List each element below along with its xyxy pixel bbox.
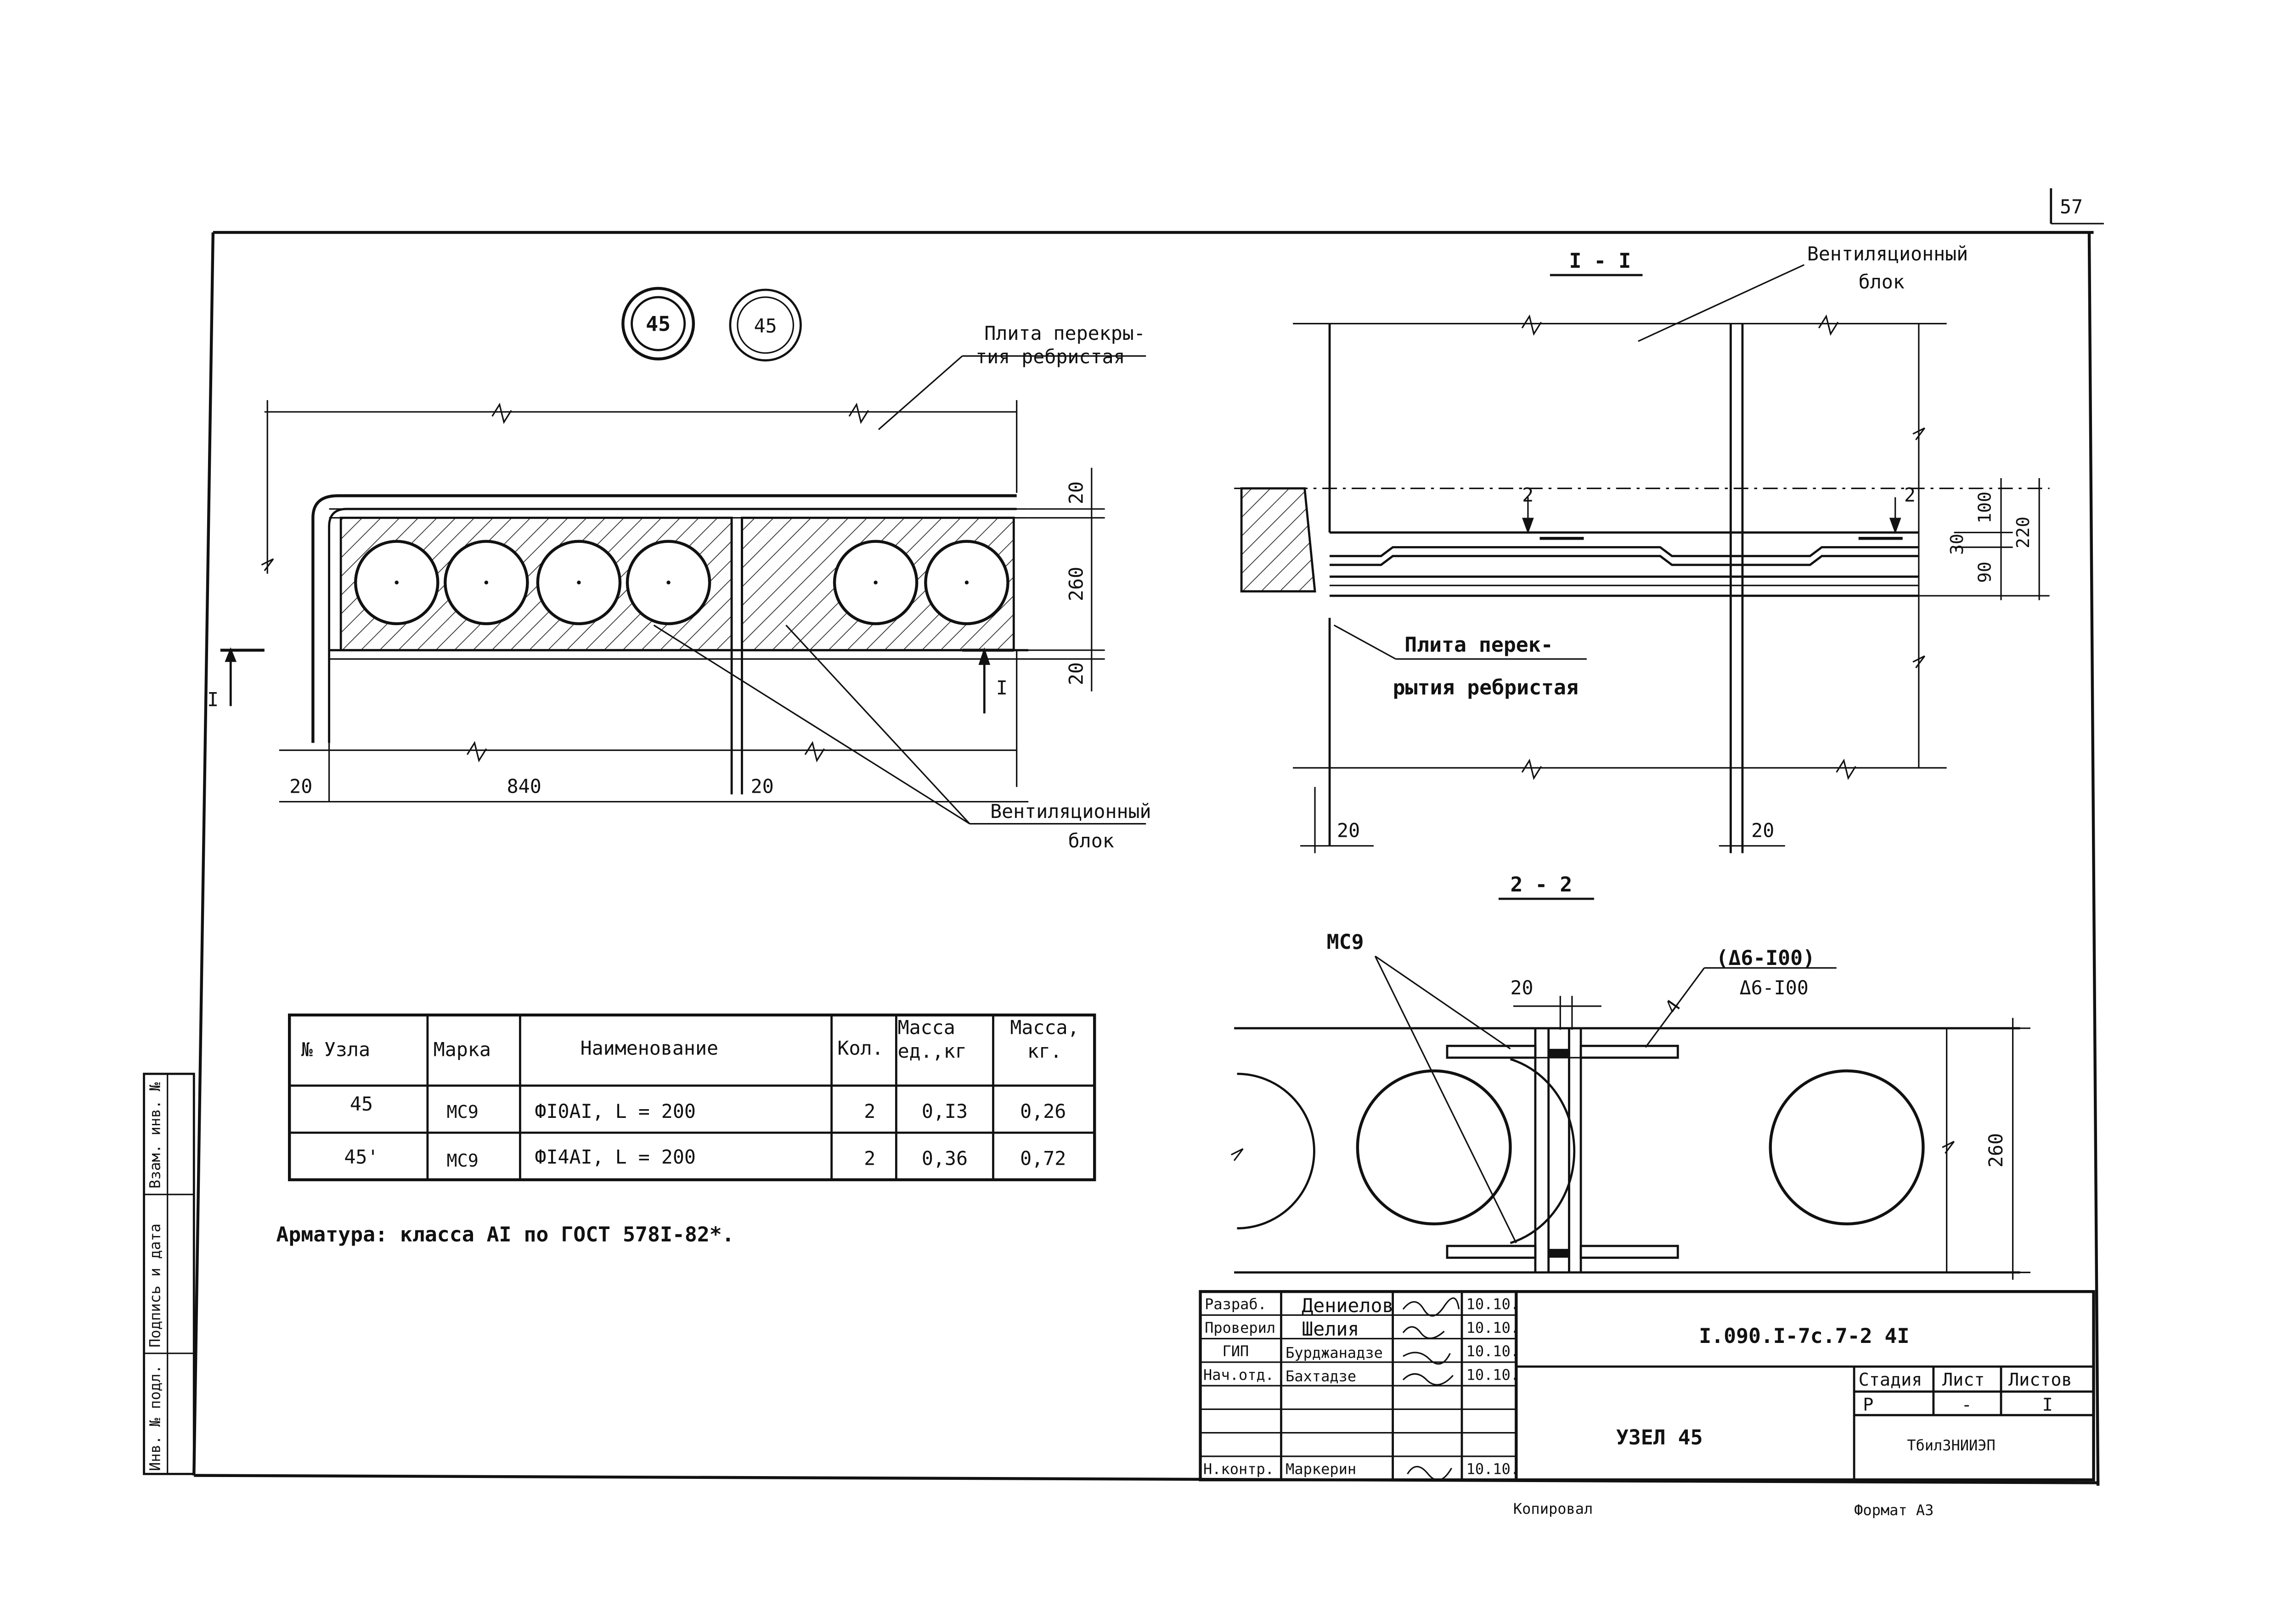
tb-signatures <box>1402 1297 1460 1481</box>
tb-role-2: Проверил <box>1205 1319 1275 1336</box>
spec-row-1-name: ФI0AI, L = 200 <box>535 1100 696 1122</box>
plan-section-mark-right: I <box>996 677 1008 699</box>
tb-sheet-header: Лист <box>1942 1370 1985 1390</box>
tb-stage-header: Стадия <box>1859 1370 1923 1390</box>
section-2-2-dim-260: 260 <box>1985 1133 2007 1167</box>
spec-header-node: № Узла <box>301 1038 370 1061</box>
plan-dim-840: 840 <box>507 775 541 797</box>
section-1-1-dim-right-20: 20 <box>1751 819 1774 841</box>
section-2-2-title: 2 - 2 <box>1511 872 1573 897</box>
tb-date-1: 10.10. <box>1466 1296 1520 1313</box>
spec-row-1-unit-mass: 0,I3 <box>922 1100 968 1122</box>
tb-date-4: 10.10. <box>1466 1366 1520 1383</box>
plan-dim-left-20: 20 <box>289 775 312 797</box>
spec-header-unit-mass-wrap: Масса ед.,кг <box>897 1018 967 1064</box>
spec-header-unit-mass: Масса ед.,кг <box>897 1018 967 1064</box>
node-mark-2: 45 <box>754 315 777 337</box>
tb-name-3: Бурджанадзе <box>1285 1344 1383 1361</box>
tb-name-8: Маркерин <box>1285 1460 1356 1477</box>
spec-header-mass: Масса, кг. <box>1010 1018 1079 1064</box>
tb-sheet-title: УЗЕЛ 45 <box>1616 1425 1703 1449</box>
spec-row-2-unit-mass: 0,36 <box>922 1147 968 1170</box>
spec-row-2-mass: 0,72 <box>1020 1147 1066 1170</box>
side-stamp-sign: Подпись и дата <box>147 1224 164 1348</box>
spec-header-mass-wrap: Масса, кг. <box>1010 1018 1079 1064</box>
side-stamp-inv: Инв. № подл. <box>147 1365 164 1471</box>
page-number: 57 <box>2060 195 2083 218</box>
spec-row-2-qty: 2 <box>864 1147 875 1170</box>
spec-header-qty: Кол. <box>837 1037 883 1059</box>
spec-header-mark: Марка <box>434 1038 491 1061</box>
plan-dim-top-20: 20 <box>1065 481 1088 504</box>
section-2-2-weld-top: (Δ6-I00) <box>1716 946 1815 970</box>
plan-label-block-line1: Вентиляционный <box>990 800 1151 823</box>
tb-name-4: Бахтадзе <box>1285 1368 1356 1385</box>
section-1-1-dim-90: 90 <box>1975 562 1996 583</box>
tb-date-2: 10.10. <box>1466 1319 1520 1336</box>
tb-date-8: 10.10. <box>1466 1460 1520 1477</box>
section-1-1-label-slab-line1: Плита перек- <box>1404 632 1553 657</box>
tb-role-4: Нач.отд. <box>1203 1366 1274 1383</box>
sheet-frame: 57 <box>192 188 2104 1486</box>
section-2-2: 2 - 2 МС9 20 4 (Δ6- <box>1231 872 2030 1280</box>
plan-label-block-line2: блок <box>1068 829 1114 852</box>
plan-label-slab-line1: Плита перекры- <box>984 322 1145 344</box>
spec-row-2-mark: МС9 <box>446 1150 478 1171</box>
tb-sheets: I <box>2042 1395 2053 1415</box>
section-1-1-label-slab-line2: рытия ребристая <box>1393 675 1579 699</box>
tb-sheets-header: Листов <box>2008 1370 2072 1390</box>
section-1-1-label-block-line2: блок <box>1859 271 1905 293</box>
tb-role-8: Н.контр. <box>1203 1460 1274 1477</box>
footer-copied: Копировал <box>1513 1500 1593 1517</box>
section-1-1-dim-100: 100 <box>1975 491 1996 523</box>
tb-stage: Р <box>1863 1395 1873 1415</box>
plan-view: 20 260 20 20 840 20 I I Плита перекры- т… <box>207 322 1151 852</box>
spec-table: № Узла Марка Наименование Кол. Масса ед.… <box>288 1013 1096 1181</box>
spec-row-1-mass: 0,26 <box>1020 1100 1066 1122</box>
node-mark-1: 45 <box>646 312 671 336</box>
tb-name-2: Шелия <box>1302 1318 1359 1340</box>
spec-row-1-mark: МС9 <box>446 1102 478 1122</box>
plan-label-slab-line2: тия ребристая <box>975 345 1125 368</box>
footer-format: Формат А3 <box>1854 1501 1934 1519</box>
section-1-1: I - I 2 2 <box>1234 242 2050 853</box>
tb-role-1: Разраб. <box>1205 1296 1267 1313</box>
section-2-2-weld-bottom: Δ6-I00 <box>1740 976 1809 999</box>
section-1-1-cut-left: 2 <box>1522 484 1534 506</box>
section-2-2-dim-20: 20 <box>1511 976 1534 999</box>
tb-document-code: I.090.I-7с.7-2 4I <box>1699 1324 1909 1348</box>
plan-section-mark-left: I <box>207 688 219 710</box>
tb-sheet: - <box>1962 1395 1972 1415</box>
spec-row-1: 45 МС9 ФI0AI, L = 200 2 0,I3 0,26 <box>350 1093 1066 1122</box>
section-2-2-label-mc9: МС9 <box>1327 930 1364 954</box>
plan-dim-260: 260 <box>1065 567 1088 601</box>
plan-dim-mid-20: 20 <box>751 775 774 797</box>
spec-row-2-node: 45' <box>344 1145 378 1168</box>
node-marks: 45 45 <box>621 287 802 362</box>
section-1-1-label-block-line1: Вентиляционный <box>1807 242 1968 265</box>
tb-organization: ТбилЗНИИЭП <box>1907 1437 1996 1454</box>
section-1-1-title: I - I <box>1569 248 1631 273</box>
tb-role-3: ГИП <box>1223 1342 1249 1360</box>
plan-dim-bottom-20: 20 <box>1065 662 1088 685</box>
spec-row-1-qty: 2 <box>864 1100 875 1122</box>
spec-row-1-node: 45 <box>350 1093 373 1115</box>
tb-name-1: Дениелов <box>1302 1294 1393 1317</box>
section-1-1-dim-220: 220 <box>2013 517 2034 548</box>
side-stamp: Инв. № подл. Подпись и дата Взам. инв. № <box>143 1072 195 1475</box>
section-1-1-cut-right: 2 <box>1904 484 1916 506</box>
title-block: Разраб. Проверил ГИП Нач.отд. Н.контр. Д… <box>1199 1290 2095 1482</box>
section-1-1-dim-30: 30 <box>1947 534 1968 555</box>
reinforcement-note: Арматура: класса AI по ГОСТ 578I-82*. <box>276 1222 734 1246</box>
tb-date-3: 10.10. <box>1466 1342 1520 1360</box>
spec-row-2: 45' МС9 ФI4AI, L = 200 2 0,36 0,72 <box>344 1145 1066 1171</box>
side-stamp-replace: Взам. инв. № <box>147 1082 164 1189</box>
section-1-1-dim-left-20: 20 <box>1337 819 1360 841</box>
spec-row-2-name: ФI4AI, L = 200 <box>535 1145 696 1168</box>
spec-header-name: Наименование <box>581 1037 718 1059</box>
